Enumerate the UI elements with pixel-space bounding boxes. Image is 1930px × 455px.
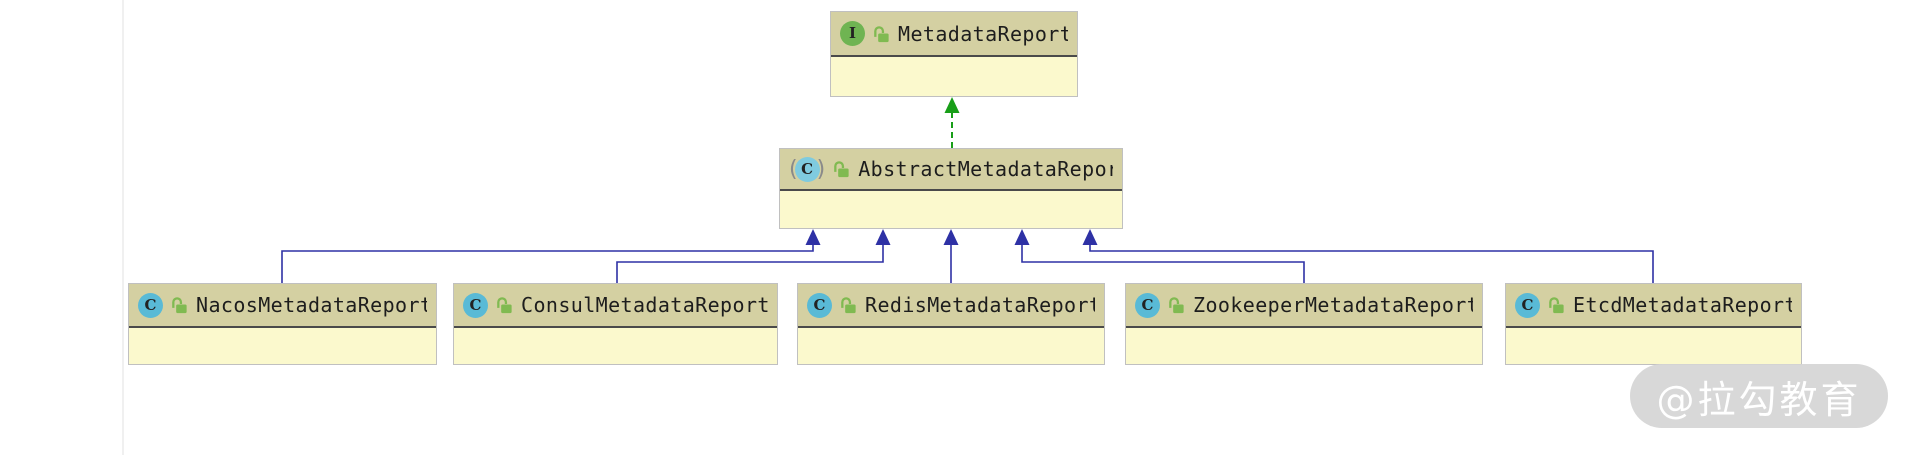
node-body xyxy=(780,191,1122,228)
node-header: C ConsulMetadataReport xyxy=(454,284,777,328)
node-body xyxy=(129,328,436,364)
class-icon: C xyxy=(138,292,163,318)
node-header: ( C ) AbstractMetadataReport xyxy=(780,149,1122,191)
node-label: EtcdMetadataReport xyxy=(1573,293,1792,317)
unlocked-lock-icon xyxy=(170,295,189,315)
node-label: MetadataReport xyxy=(898,21,1068,46)
node-label: NacosMetadataReport xyxy=(196,293,427,317)
node-header: C NacosMetadataReport xyxy=(129,284,436,328)
node-header: C ZookeeperMetadataReport xyxy=(1126,284,1482,328)
watermark-badge: @拉勾教育 xyxy=(1630,364,1888,428)
node-body xyxy=(454,328,777,364)
edge-generalization-consul-to-abstract[interactable] xyxy=(616,229,891,283)
node-header: C EtcdMetadataReport xyxy=(1506,284,1801,328)
class-node-nacos-metadata-report[interactable]: C NacosMetadataReport xyxy=(128,283,437,365)
node-label: ConsulMetadataReport xyxy=(521,293,768,317)
interface-icon: I xyxy=(840,21,865,46)
node-body xyxy=(798,328,1104,364)
edge-generalization-redis-to-abstract[interactable] xyxy=(943,229,959,283)
class-icon: C xyxy=(807,292,832,318)
class-node-metadata-report[interactable]: I MetadataReport xyxy=(830,11,1078,97)
class-node-redis-metadata-report[interactable]: C RedisMetadataReport xyxy=(797,283,1105,365)
class-icon: C xyxy=(463,292,488,318)
edge-realization-abstract-to-interface[interactable] xyxy=(944,97,960,148)
node-body xyxy=(1126,328,1482,364)
class-node-zookeeper-metadata-report[interactable]: C ZookeeperMetadataReport xyxy=(1125,283,1483,365)
abstract-class-icon: ( C ) xyxy=(789,156,826,182)
node-header: I MetadataReport xyxy=(831,12,1077,57)
class-node-etcd-metadata-report[interactable]: C EtcdMetadataReport xyxy=(1505,283,1802,365)
edge-generalization-nacos-to-abstract[interactable] xyxy=(281,229,821,283)
node-label: AbstractMetadataReport xyxy=(858,157,1113,181)
class-node-abstract-metadata-report[interactable]: ( C ) AbstractMetadataReport xyxy=(779,148,1123,229)
class-node-consul-metadata-report[interactable]: C ConsulMetadataReport xyxy=(453,283,778,365)
canvas-edge-divider xyxy=(122,0,124,455)
unlocked-lock-icon xyxy=(1547,295,1566,315)
unlocked-lock-icon xyxy=(872,24,891,44)
node-body xyxy=(831,57,1077,96)
unlocked-lock-icon xyxy=(839,295,858,315)
class-icon: C xyxy=(1135,292,1160,318)
class-icon: C xyxy=(1515,292,1540,318)
unlocked-lock-icon xyxy=(832,159,851,179)
node-label: RedisMetadataReport xyxy=(865,293,1095,317)
edge-generalization-etcd-to-abstract[interactable] xyxy=(1082,229,1654,283)
edge-generalization-zookeeper-to-abstract[interactable] xyxy=(1014,229,1305,283)
node-label: ZookeeperMetadataReport xyxy=(1193,293,1473,317)
node-header: C RedisMetadataReport xyxy=(798,284,1104,328)
unlocked-lock-icon xyxy=(495,295,514,315)
node-body xyxy=(1506,328,1801,364)
unlocked-lock-icon xyxy=(1167,295,1186,315)
